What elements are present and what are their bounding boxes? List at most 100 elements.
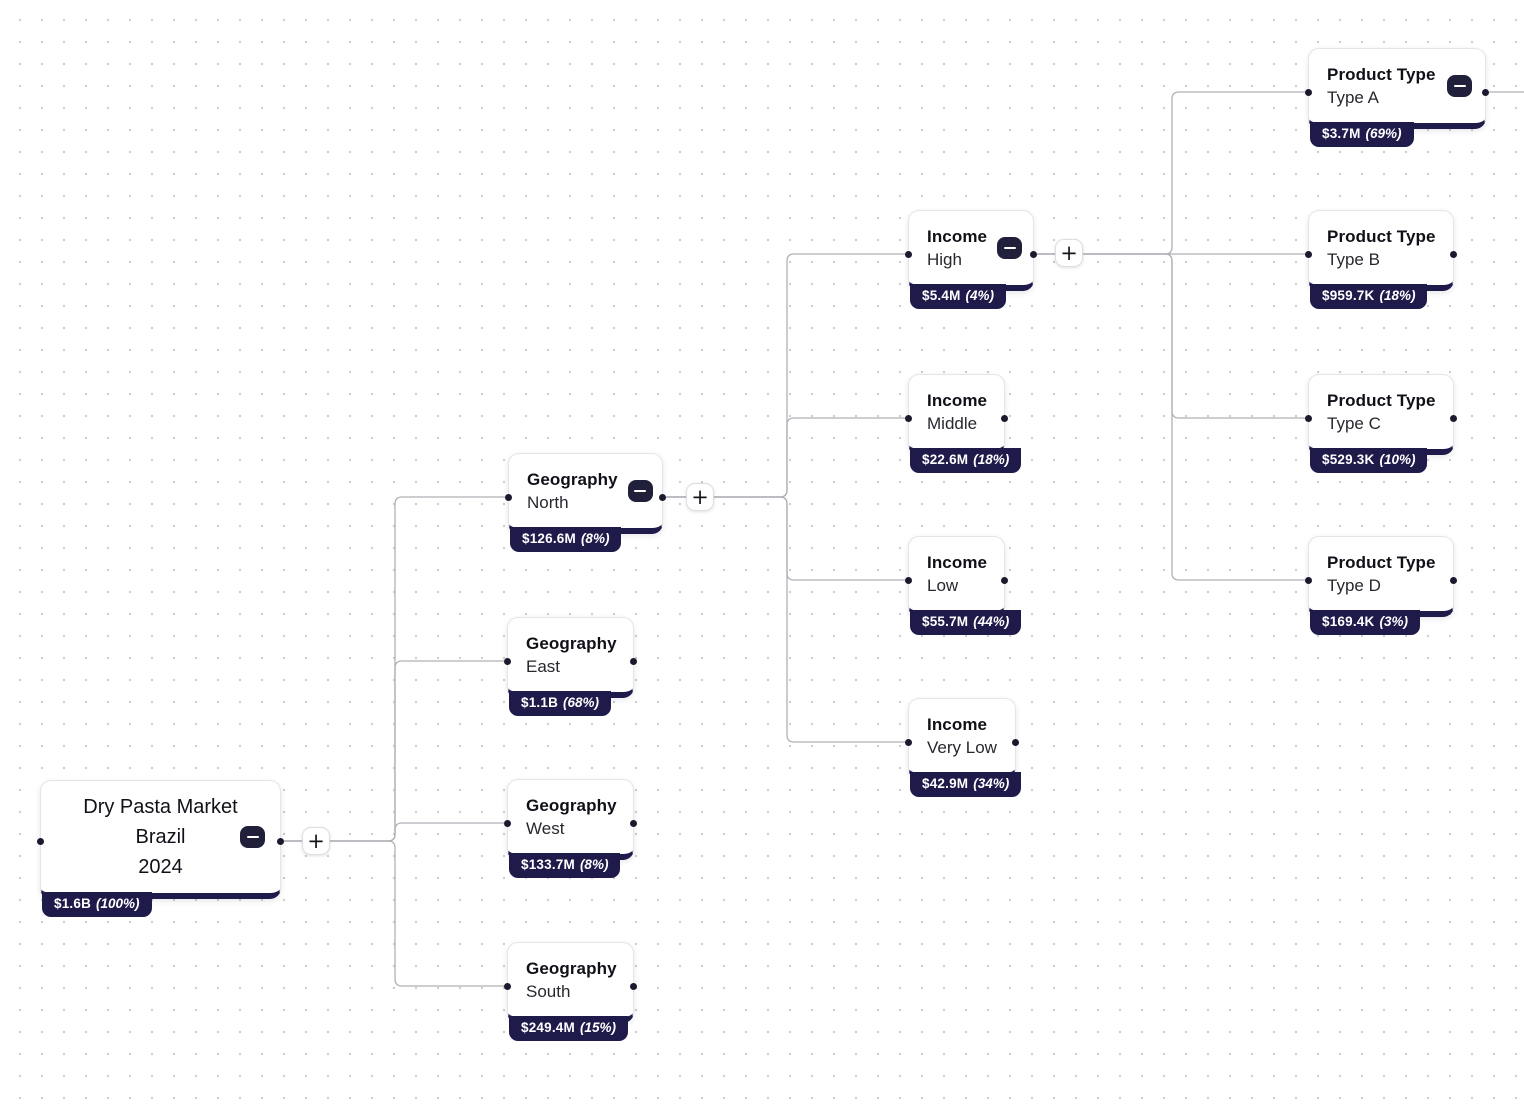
tree-node-pt-a[interactable]: Product Type Type A $3.7M (69%) — [1305, 48, 1489, 147]
node-label: Product Type — [1327, 552, 1436, 572]
node-texts: Income High — [927, 227, 987, 270]
connection-handle-right[interactable] — [1001, 577, 1008, 584]
connection-handle-left[interactable] — [505, 494, 512, 501]
tree-node-geo-north[interactable]: Geography North $126.6M (8%) — [505, 453, 666, 552]
tree-node-geo-south[interactable]: Geography South $249.4M (15%) — [504, 942, 637, 1041]
connection-handle-left[interactable] — [1305, 415, 1312, 422]
connection-handle-left[interactable] — [504, 983, 511, 990]
badge-percent: (100%) — [96, 896, 140, 911]
connection-handle-right[interactable] — [1450, 577, 1457, 584]
node-body: Income Very Low — [909, 699, 1015, 773]
collapse-button[interactable] — [627, 480, 653, 502]
node-label: Geography — [526, 795, 617, 815]
connection-handle-left[interactable] — [905, 251, 912, 258]
expand-income-high-button[interactable]: + — [1055, 239, 1083, 267]
plus-icon: + — [1060, 240, 1078, 265]
tree-edge — [1037, 253, 1305, 581]
node-body: Product Type Type D — [1309, 537, 1453, 611]
tree-node-geo-east[interactable]: Geography East $1.1B (68%) — [504, 617, 637, 716]
collapse-button[interactable] — [997, 237, 1023, 259]
tree-edge — [284, 840, 504, 987]
badge-percent: (4%) — [965, 288, 995, 303]
value-badge: $22.6M (18%) — [910, 448, 1022, 473]
node-body: Product Type Type A — [1309, 49, 1485, 123]
badge-amount: $55.7M — [922, 614, 969, 629]
title-line: Dry Pasta Market — [83, 796, 238, 818]
connection-handle-right[interactable] — [630, 820, 637, 827]
connection-handle-left[interactable] — [504, 820, 511, 827]
badge-amount: $42.9M — [922, 776, 969, 791]
connection-handle-left[interactable] — [905, 577, 912, 584]
value-badge: $169.4K (3%) — [1310, 610, 1420, 635]
tree-edge — [284, 822, 504, 842]
title-line: 2024 — [138, 856, 183, 878]
connection-handle-right[interactable] — [1450, 251, 1457, 258]
tree-node-geo-west[interactable]: Geography West $133.7M (8%) — [504, 779, 637, 878]
connection-handle-right[interactable] — [1482, 89, 1489, 96]
badge-percent: (44%) — [973, 614, 1010, 629]
node-body: Product Type Type B — [1309, 211, 1453, 285]
badge-amount: $959.7K — [1322, 288, 1375, 303]
connection-handle-left[interactable] — [905, 739, 912, 746]
node-value: East — [526, 656, 561, 676]
node-label: Geography — [526, 633, 617, 653]
connection-handle-left[interactable] — [1305, 89, 1312, 96]
node-body: Income Middle — [909, 375, 1004, 449]
badge-amount: $249.4M — [521, 1020, 575, 1035]
minus-icon — [1003, 246, 1016, 250]
plus-icon: + — [691, 484, 709, 509]
node-value: Type A — [1327, 87, 1379, 107]
badge-percent: (3%) — [1379, 614, 1408, 629]
connection-handle-right[interactable] — [277, 838, 284, 845]
node-body: Geography West — [508, 780, 633, 854]
node-value: South — [526, 981, 571, 1001]
badge-amount: $1.6B — [54, 896, 92, 911]
collapse-button[interactable] — [240, 826, 265, 848]
value-badge: $133.7M (8%) — [509, 853, 621, 878]
expand-root-button[interactable]: + — [302, 827, 330, 855]
value-badge: $126.6M (8%) — [510, 527, 622, 552]
connection-handle-right[interactable] — [1012, 739, 1019, 746]
tree-node-income-low[interactable]: Income Low $55.7M (44%) — [905, 536, 1022, 635]
title-line: Brazil — [135, 826, 186, 848]
connection-handle-left[interactable] — [1305, 251, 1312, 258]
node-body: Geography South — [508, 943, 633, 1017]
connection-handle-right[interactable] — [630, 658, 637, 665]
tree-node-income-high[interactable]: Income High $5.4M (4%) — [905, 210, 1037, 309]
node-label: Income — [927, 390, 988, 410]
connection-handle-right[interactable] — [1001, 415, 1008, 422]
tree-node-pt-b[interactable]: Product Type Type B $959.7K (18%) — [1305, 210, 1457, 309]
value-badge: $3.7M (69%) — [1310, 122, 1414, 147]
expand-geo-north-button[interactable]: + — [686, 483, 714, 511]
connection-handle-left[interactable] — [37, 838, 44, 845]
connection-handle-right[interactable] — [630, 983, 637, 990]
node-body: Product Type Type C — [1309, 375, 1453, 449]
connection-handle-right[interactable] — [659, 494, 666, 501]
value-badge: $5.4M (4%) — [910, 284, 1007, 309]
connection-handle-left[interactable] — [504, 658, 511, 665]
connection-handle-left[interactable] — [905, 415, 912, 422]
tree-node-pt-d[interactable]: Product Type Type D $169.4K (3%) — [1305, 536, 1457, 635]
tree-node-pt-c[interactable]: Product Type Type C $529.3K (10%) — [1305, 374, 1457, 473]
node-body: Income Low — [909, 537, 1004, 611]
node-value: Middle — [927, 413, 978, 433]
node-texts: Product Type Type D — [1327, 553, 1436, 596]
node-texts: Product Type Type A — [1327, 65, 1436, 108]
tree-node-income-verylow[interactable]: Income Very Low $42.9M (34%) — [905, 698, 1022, 797]
node-texts: Geography North — [527, 470, 618, 513]
value-badge: $249.4M (15%) — [509, 1016, 628, 1041]
badge-percent: (18%) — [973, 452, 1010, 467]
node-body: Geography East — [508, 618, 633, 692]
minus-icon — [634, 489, 647, 493]
connection-handle-right[interactable] — [1030, 251, 1037, 258]
tree-node-income-middle[interactable]: Income Middle $22.6M (18%) — [905, 374, 1022, 473]
connection-handle-right[interactable] — [1450, 415, 1457, 422]
value-badge: $529.3K (10%) — [1310, 448, 1428, 473]
connection-handle-left[interactable] — [1305, 577, 1312, 584]
collapse-button[interactable] — [1447, 75, 1472, 97]
tree-edge — [666, 417, 905, 498]
node-texts: Income Middle — [927, 391, 987, 434]
badge-percent: (68%) — [563, 695, 600, 710]
